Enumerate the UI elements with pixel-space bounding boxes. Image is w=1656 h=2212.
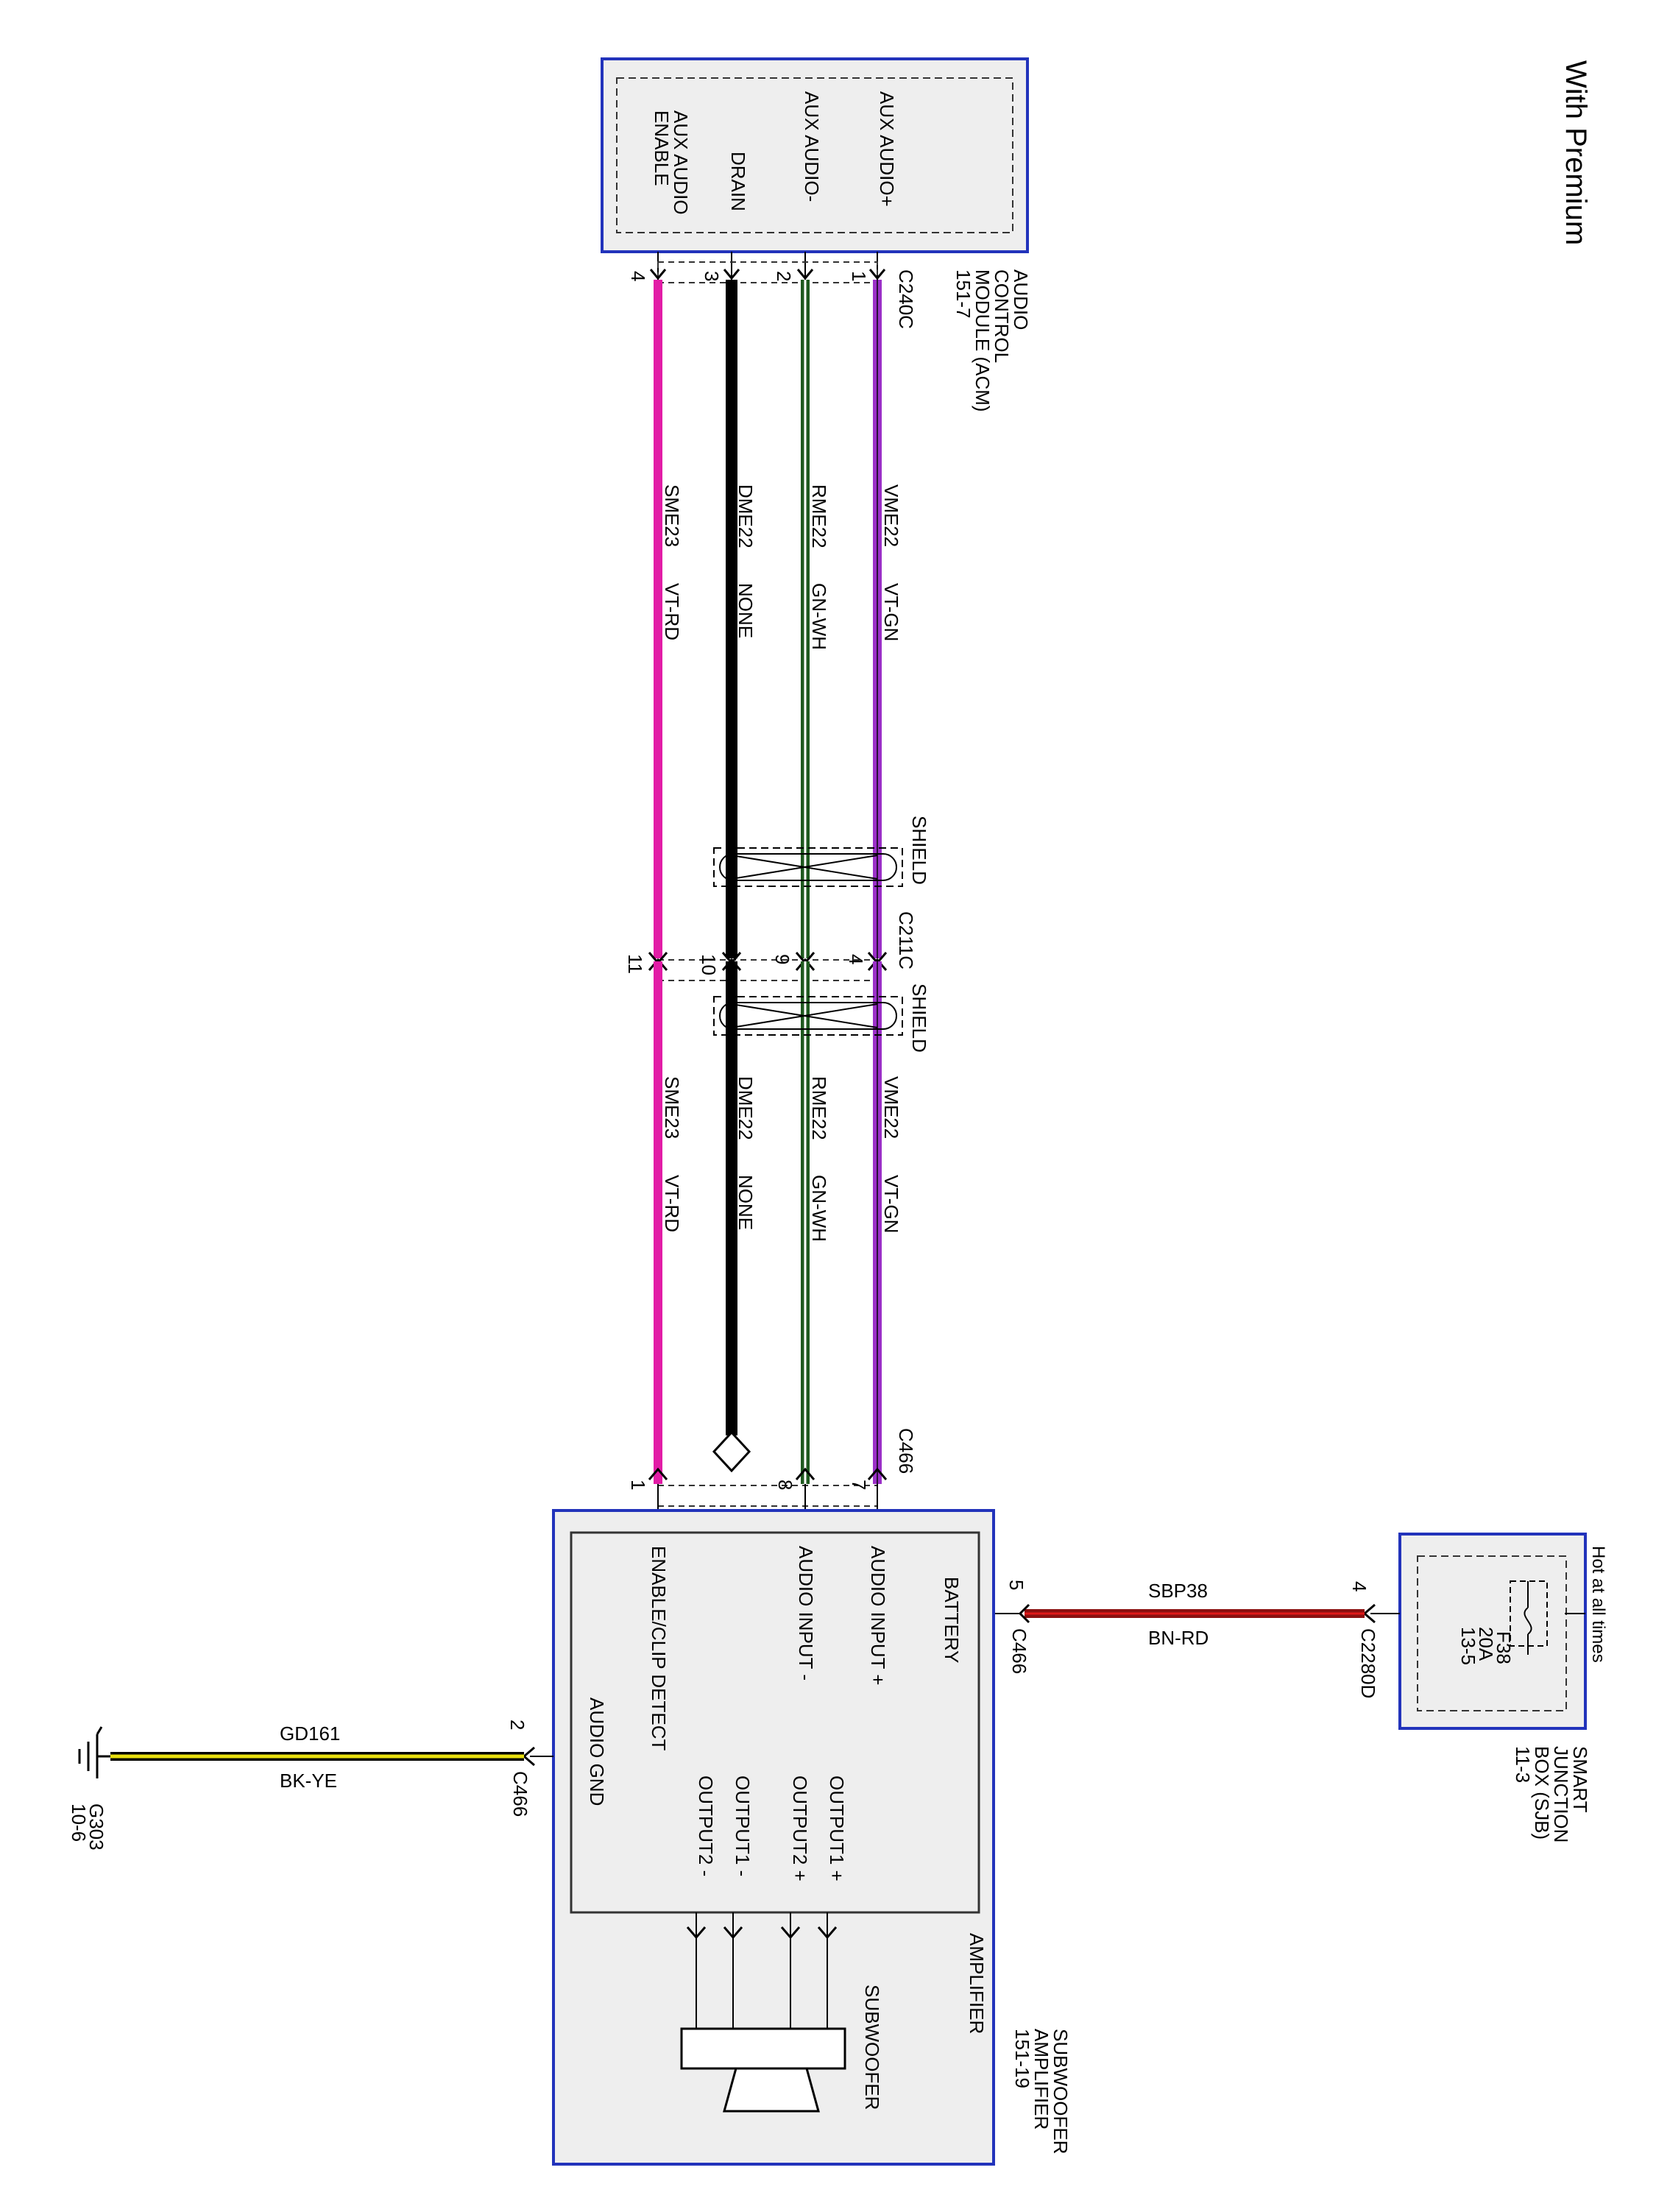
amp-name-line1: SUBWOOFER — [1050, 2029, 1072, 2154]
acm-pin-number-4: 4 — [627, 271, 649, 281]
gnd-pin-number: 2 — [506, 1720, 528, 1730]
battery-wire-circuit: SBP38 — [1148, 1580, 1208, 1602]
wire-lower-4-color: VT-RD — [661, 1175, 683, 1232]
fuse-f38 — [1510, 1580, 1585, 1655]
acm-pin-3-label: DRAIN — [727, 152, 749, 211]
c211c-pin-9: 9 — [771, 954, 793, 964]
amp-inner-label: AMPLIFIER — [966, 1933, 988, 2034]
wire-upper-2-color: GN-WH — [808, 583, 830, 650]
shield-lower — [713, 996, 903, 1036]
amp-audio-in-plus: AUDIO INPUT + — [867, 1546, 889, 1686]
drain-termination — [712, 1430, 751, 1473]
acm-module[interactable] — [601, 57, 1029, 253]
subwoofer-amplifier-module[interactable] — [552, 1509, 995, 2166]
c240c-pin-arrows — [649, 269, 886, 280]
ground-ref: 10-6 — [68, 1803, 90, 1842]
amp-gnd-label: AUDIO GND — [586, 1697, 608, 1806]
amp-output2-plus: OUTPUT2 + — [789, 1775, 811, 1881]
wire-lower-3-circuit: DME22 — [735, 1076, 757, 1140]
shield-lower-label: SHIELD — [908, 983, 930, 1053]
acm-connector-label: C240C — [895, 269, 917, 329]
wire-lower-3-color: NONE — [735, 1175, 757, 1230]
c240c-connector — [657, 261, 878, 283]
acm-name-line3: MODULE (ACM) — [972, 269, 994, 412]
sjb-pin-number: 4 — [1348, 1581, 1370, 1591]
page-title: With Premium — [1560, 60, 1592, 245]
shield-upper-label: SHIELD — [908, 816, 930, 885]
amp-audio-in-minus: AUDIO INPUT - — [795, 1546, 817, 1681]
c466-label: C466 — [895, 1428, 917, 1474]
c211c-connector — [657, 959, 878, 981]
battery-pin-number: 5 — [1005, 1580, 1027, 1590]
wire-upper-4-color: VT-RD — [661, 583, 683, 640]
wire-lower-1-circuit: VME22 — [880, 1076, 902, 1139]
ground-name: G303 — [85, 1803, 107, 1851]
acm-pin-4-label-line1: AUX AUDIO — [670, 110, 692, 215]
acm-pin-1-label: AUX AUDIO+ — [876, 91, 898, 207]
c466-pin-arrows — [648, 1467, 888, 1480]
amp-output2-minus: OUTPUT2 - — [695, 1775, 717, 1876]
c211c-label: C211C — [895, 911, 917, 969]
amp-output1-plus: OUTPUT1 + — [826, 1775, 848, 1881]
subwoofer-icon — [680, 2027, 846, 2113]
c466-pin-8: 8 — [774, 1480, 796, 1490]
acm-name-line1: AUDIO — [1010, 269, 1032, 330]
sjb-connector-label: C2280D — [1357, 1628, 1379, 1698]
c466-pin-7: 7 — [848, 1480, 870, 1490]
ground-wire-color: BK-YE — [280, 1770, 337, 1792]
subwoofer-leads — [686, 1912, 838, 2029]
battery-wire-color: BN-RD — [1148, 1627, 1209, 1649]
acm-name-line2: CONTROL — [991, 269, 1013, 363]
wire-upper-2-circuit: RME22 — [808, 484, 830, 548]
c211c-pin-10: 10 — [698, 954, 720, 975]
c211c-pin-4: 4 — [845, 954, 867, 964]
c466-pin-1: 1 — [627, 1480, 649, 1490]
sjb-module[interactable] — [1398, 1533, 1587, 1730]
wire-lower-4-circuit: SME23 — [661, 1076, 683, 1139]
amp-name-line3: 151-19 — [1011, 2029, 1033, 2088]
ground-wire-circuit: GD161 — [280, 1722, 340, 1745]
sjb-name-line4: 11-3 — [1512, 1746, 1534, 1783]
wire-upper-1-circuit: VME22 — [880, 484, 902, 547]
ground-symbol — [78, 1726, 110, 1778]
sjb-name-line3: BOX (SJB) — [1531, 1746, 1553, 1840]
c466-connector — [657, 1485, 878, 1507]
acm-pin-number-3: 3 — [701, 271, 723, 281]
sjb-name-line2: JUNCTION — [1550, 1746, 1572, 1842]
sjb-name-line1: SMART — [1569, 1746, 1591, 1813]
amp-name-line2: AMPLIFIER — [1030, 2029, 1052, 2130]
wire-lower-1-color: VT-GN — [880, 1175, 902, 1233]
acm-pin-number-1: 1 — [848, 271, 870, 281]
wire-upper-3-color: NONE — [735, 583, 757, 638]
amp-enable-label: ENABLE/CLIP DETECT — [648, 1546, 670, 1751]
wire-lower-2-color: GN-WH — [808, 1175, 830, 1242]
c211c-pin-11: 11 — [624, 954, 646, 974]
subwoofer-label: SUBWOOFER — [861, 1985, 883, 2110]
battery-connector-label: C466 — [1008, 1628, 1030, 1674]
fuse-label: F38 — [1493, 1631, 1515, 1664]
amp-battery-label: BATTERY — [941, 1577, 963, 1664]
wire-upper-3-circuit: DME22 — [735, 484, 757, 548]
acm-name-line4: 151-7 — [952, 269, 974, 319]
acm-pin-number-2: 2 — [773, 271, 795, 281]
fuse-rating: 20A — [1475, 1627, 1497, 1661]
shield-upper — [713, 847, 903, 887]
acm-pin-4-label-line2: ENABLE — [651, 110, 673, 186]
wire-lower-2-circuit: RME22 — [808, 1076, 830, 1140]
gnd-connector-label: C466 — [509, 1771, 531, 1817]
sjb-hot-label: Hot at all times — [1588, 1546, 1608, 1663]
fuse-ref: 13-5 — [1457, 1627, 1479, 1665]
amp-output1-minus: OUTPUT1 - — [732, 1775, 754, 1876]
wire-upper-1-color: VT-GN — [880, 583, 902, 641]
wire-upper-4-circuit: SME23 — [661, 484, 683, 547]
acm-pin-2-label: AUX AUDIO- — [801, 91, 823, 202]
